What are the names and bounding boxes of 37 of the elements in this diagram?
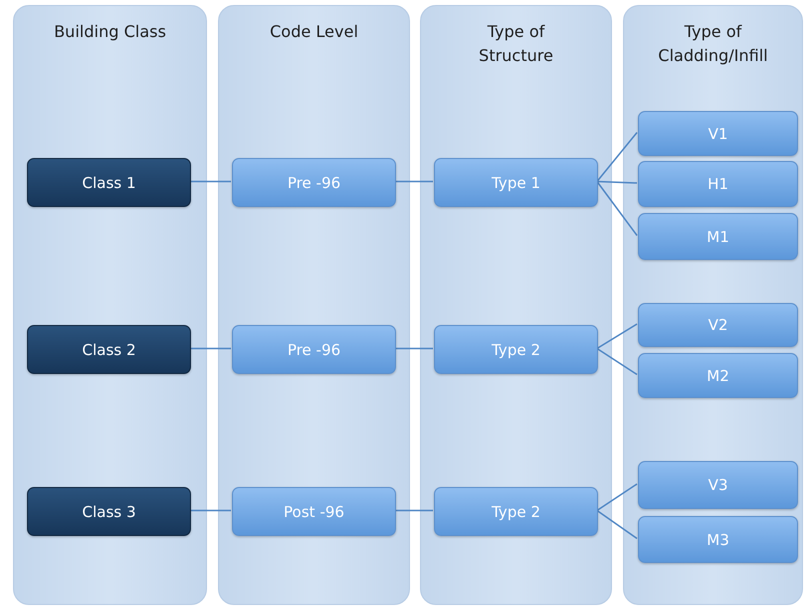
column-heading: Type of Structure xyxy=(478,21,554,67)
category-box: V2 xyxy=(638,303,798,347)
column-band xyxy=(420,5,612,605)
connector-line xyxy=(596,510,638,540)
column-heading: Building Class xyxy=(52,21,168,43)
category-box: V3 xyxy=(638,461,798,509)
category-box: H1 xyxy=(638,161,798,207)
category-box: V1 xyxy=(638,111,798,156)
category-box: Class 1 xyxy=(27,158,191,207)
category-box: Pre -96 xyxy=(232,158,396,207)
connector-line xyxy=(395,180,433,182)
category-box: M1 xyxy=(638,213,798,260)
category-box: M2 xyxy=(638,353,798,398)
category-box: Pre -96 xyxy=(232,325,396,374)
category-box: Type 2 xyxy=(434,325,598,374)
connector-line xyxy=(395,510,433,512)
column-band xyxy=(218,5,410,605)
connector-line xyxy=(596,348,638,376)
category-box: M3 xyxy=(638,516,798,563)
connector-line xyxy=(395,348,433,350)
connector-line xyxy=(596,132,638,182)
category-box: Class 3 xyxy=(27,487,191,536)
connector-line xyxy=(190,180,231,182)
column-heading: Type of Cladding/Infill xyxy=(657,21,769,67)
category-box: Class 2 xyxy=(27,325,191,374)
connector-line xyxy=(596,483,638,512)
category-box: Post -96 xyxy=(232,487,396,536)
category-box: Type 2 xyxy=(434,487,598,536)
connector-line xyxy=(596,323,638,350)
connector-line xyxy=(190,348,231,350)
connector-line xyxy=(190,510,231,512)
connector-line xyxy=(596,181,638,236)
column-band xyxy=(13,5,207,605)
column-heading: Code Level xyxy=(268,21,360,43)
category-box: Type 1 xyxy=(434,158,598,207)
connector-line xyxy=(596,180,638,184)
column-band xyxy=(623,5,803,605)
